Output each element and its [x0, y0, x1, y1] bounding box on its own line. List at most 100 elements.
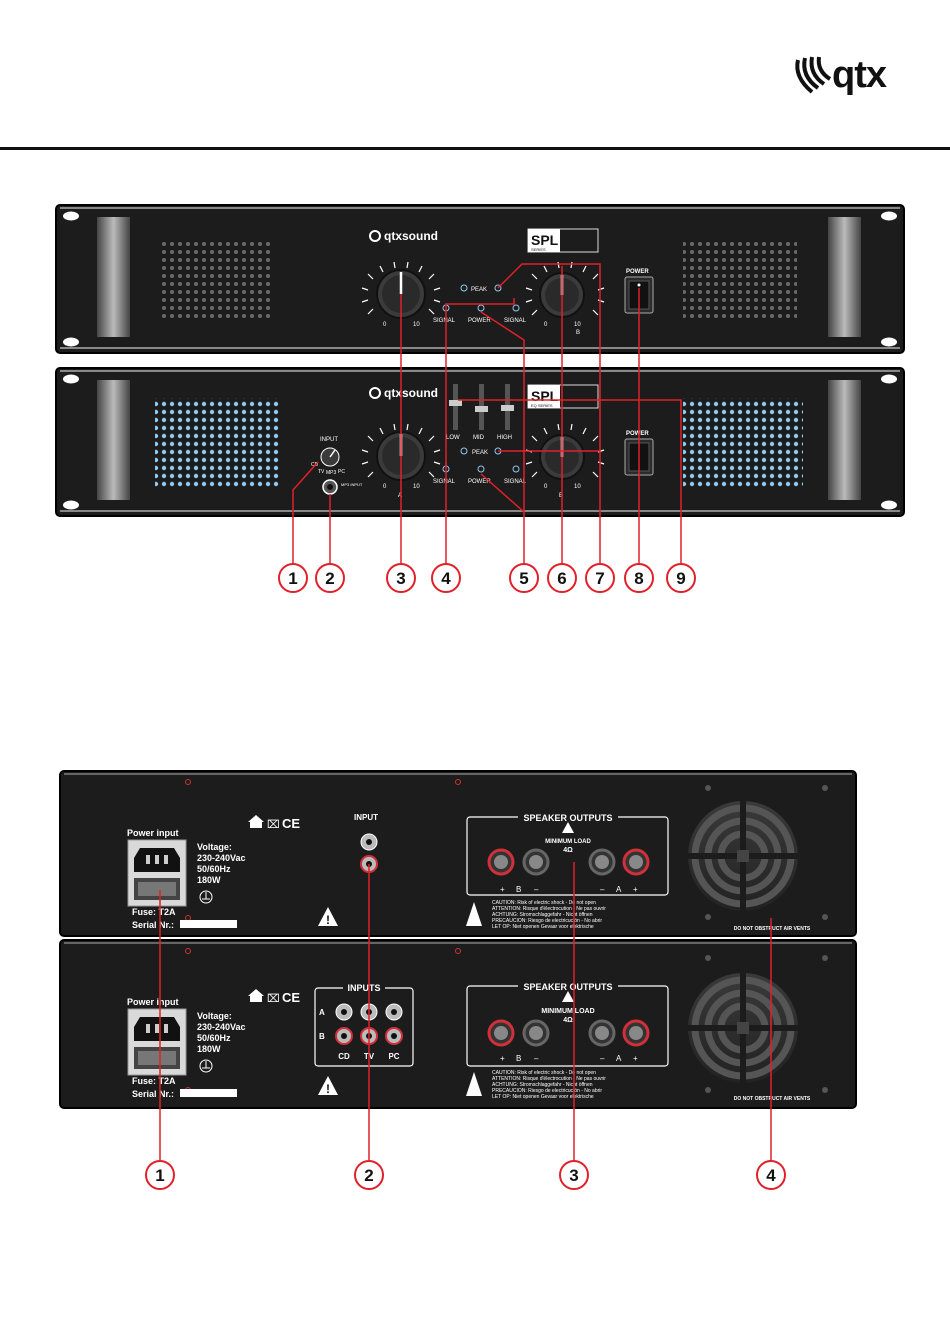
svg-text:+: +: [633, 1054, 638, 1063]
svg-text:1: 1: [155, 1166, 164, 1185]
svg-text:Power input: Power input: [127, 997, 179, 1007]
svg-text:4: 4: [766, 1166, 776, 1185]
callout-front-8: 8: [624, 563, 654, 593]
svg-text:SIGNAL: SIGNAL: [433, 479, 456, 485]
rear-top-warning-icon: !: [318, 907, 338, 927]
svg-text:qtxsound: qtxsound: [384, 386, 438, 400]
rear-bottom-power-inlet[interactable]: Power input: [127, 997, 187, 1076]
rear-top-cert-icons: ⌧ CE: [248, 815, 300, 831]
callout-front-9: 9: [666, 563, 696, 593]
front-top-leds: PEAK SIGNAL POWER SIGNAL: [433, 284, 527, 324]
front-bottom-logo: qtxsound: [369, 386, 438, 400]
svg-text:MP3 INPUT: MP3 INPUT: [341, 482, 363, 487]
svg-text:TV: TV: [318, 469, 325, 475]
svg-text:B: B: [516, 1054, 521, 1063]
qtx-logo: qtx: [790, 52, 910, 102]
svg-text:3: 3: [396, 569, 405, 588]
svg-text:230-240Vac: 230-240Vac: [197, 1022, 246, 1032]
svg-text:ATTENTION: Risque d'électrocut: ATTENTION: Risque d'électrocution - Ne p…: [492, 1076, 606, 1082]
svg-text:SIGNAL: SIGNAL: [504, 318, 527, 324]
callout-rear-4: 4: [756, 1160, 786, 1190]
ce-mark-icon: CE: [282, 816, 300, 831]
svg-text:Voltage:: Voltage:: [197, 842, 232, 852]
svg-text:50/60Hz: 50/60Hz: [197, 864, 231, 874]
rear-top-rca-input[interactable]: INPUT: [354, 813, 378, 873]
svg-text:1: 1: [288, 569, 297, 588]
svg-text:POWER: POWER: [626, 269, 649, 275]
svg-text:50/60Hz: 50/60Hz: [197, 1033, 231, 1043]
svg-text:2: 2: [325, 569, 334, 588]
front-bottom-eq-sliders[interactable]: LOW MID HIGH: [446, 384, 514, 441]
callout-front-2: 2: [315, 563, 345, 593]
svg-text:Fuse: T2A: Fuse: T2A: [132, 1076, 176, 1086]
front-top-series-badge: SPL SERIES: [527, 228, 599, 253]
rear-bottom-specs: Voltage: 230-240Vac 50/60Hz 180W Fuse: T…: [132, 1011, 246, 1099]
rear-unit-top: Power input Voltage: 230-240Vac 50/60Hz …: [59, 770, 857, 937]
svg-text:SPL: SPL: [531, 232, 559, 248]
svg-text:PRECAUCION: Riesgo de electric: PRECAUCION: Riesgo de electricución - No…: [492, 918, 602, 924]
rear-unit-bottom: Power input Voltage: 230-240Vac 50/60Hz …: [59, 939, 857, 1109]
svg-text:A: A: [398, 493, 402, 499]
svg-text:–: –: [600, 1054, 605, 1063]
front-bottom-left-vent: [155, 398, 281, 488]
svg-text:PRECAUCION: Riesgo de electric: PRECAUCION: Riesgo de electricución - No…: [492, 1088, 602, 1094]
svg-text:SIGNAL: SIGNAL: [504, 479, 527, 485]
callout-rear-1: 1: [145, 1160, 175, 1190]
rear-top-caution-text: CAUTION: Risk of electric shock - Do not…: [466, 900, 606, 930]
svg-text:SIGNAL: SIGNAL: [433, 318, 456, 324]
svg-text:CAUTION: Risk of electric shoc: CAUTION: Risk of electric shock - Do not…: [492, 900, 596, 906]
svg-text:2: 2: [364, 1166, 373, 1185]
svg-text:0: 0: [383, 322, 387, 328]
svg-text:CD: CD: [338, 1052, 350, 1061]
svg-text:PEAK: PEAK: [472, 450, 488, 456]
rear-top-speaker-outputs[interactable]: SPEAKER OUTPUTS MINIMUM LOAD 4Ω + B – – …: [466, 813, 669, 896]
svg-text:+: +: [500, 1054, 505, 1063]
svg-text:0: 0: [544, 484, 548, 490]
svg-text:HIGH: HIGH: [497, 435, 512, 441]
front-bottom-mp3-input-jack[interactable]: MP3 INPUT: [322, 479, 363, 495]
svg-text:B: B: [576, 330, 580, 336]
svg-text:Voltage:: Voltage:: [197, 1011, 232, 1021]
svg-text:+: +: [500, 885, 505, 894]
svg-text:POWER: POWER: [626, 431, 649, 437]
svg-text:PEAK: PEAK: [471, 287, 487, 293]
qtx-wave-logo-icon: [795, 56, 832, 94]
svg-text:POWER: POWER: [468, 318, 491, 324]
svg-text:SPL: SPL: [531, 388, 559, 404]
rear-top-power-inlet[interactable]: Power input: [127, 828, 187, 907]
svg-text:INPUT: INPUT: [320, 437, 338, 443]
svg-text:–: –: [534, 885, 539, 894]
home-use-icon: [248, 815, 264, 828]
svg-text:4Ω: 4Ω: [563, 1017, 573, 1024]
svg-text:EQ SERIES: EQ SERIES: [531, 403, 553, 408]
svg-text:A: A: [319, 1008, 325, 1017]
front-bottom-right-vent: [683, 398, 803, 488]
svg-text:Power input: Power input: [127, 828, 179, 838]
rear-callouts: 1 2 3 4: [145, 1160, 786, 1190]
rear-callout-lines: [159, 862, 772, 1162]
svg-text:SERIES: SERIES: [531, 247, 546, 252]
callout-rear-3: 3: [559, 1160, 589, 1190]
svg-text:MP3: MP3: [326, 470, 337, 476]
brand-name: qtx: [832, 54, 887, 96]
svg-text:INPUTS: INPUTS: [347, 983, 380, 993]
callout-rear-2: 2: [354, 1160, 384, 1190]
svg-text:Serial Nr.:: Serial Nr.:: [132, 1089, 174, 1099]
svg-text:PC: PC: [338, 469, 345, 475]
svg-text:B: B: [319, 1032, 325, 1041]
ground-icon: [199, 1059, 213, 1073]
svg-text:–: –: [600, 885, 605, 894]
callout-front-7: 7: [585, 563, 615, 593]
svg-text:10: 10: [574, 322, 581, 328]
svg-text:MID: MID: [473, 435, 485, 441]
rear-bottom-speaker-outputs[interactable]: SPEAKER OUTPUTS MINIMUM LOAD 4Ω + B – – …: [466, 982, 669, 1067]
svg-text:10: 10: [574, 484, 581, 490]
rear-bottom-caution-text: CAUTION: Risk of electric shock - Do not…: [466, 1070, 606, 1100]
svg-text:4Ω: 4Ω: [563, 847, 573, 854]
svg-text:–: –: [534, 1054, 539, 1063]
svg-text:7: 7: [595, 569, 604, 588]
svg-text:INPUT: INPUT: [354, 813, 378, 822]
rear-top-fan-grille: DO NOT OBSTRUCT AIR VENTS: [687, 785, 828, 932]
svg-text:230-240Vac: 230-240Vac: [197, 853, 246, 863]
